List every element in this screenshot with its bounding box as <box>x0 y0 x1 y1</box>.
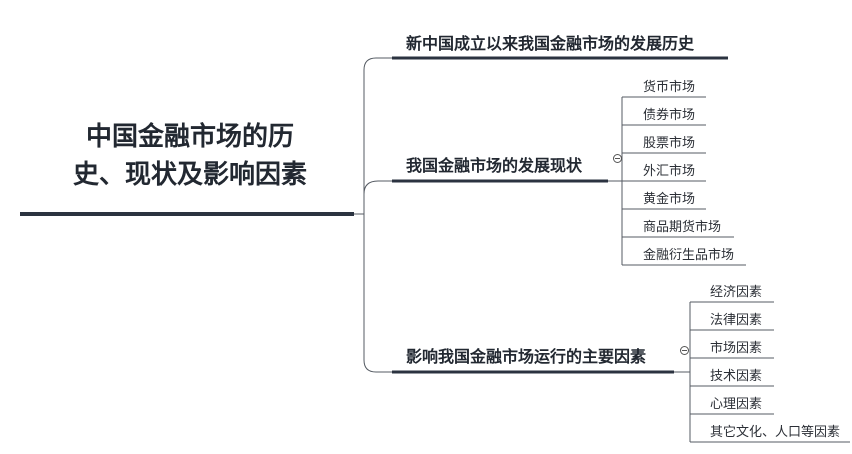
leaf-derivatives-market[interactable]: 金融衍生品市场 <box>643 248 735 263</box>
connector-branch-3 <box>363 214 392 373</box>
leaf-commodity-futures-market[interactable]: 商品期货市场 <box>643 220 722 235</box>
leaf-gold-market[interactable]: 黄金市场 <box>643 192 696 207</box>
leaf-other-factors[interactable]: 其它文化、人口等因素 <box>710 425 841 440</box>
root-title-line-2: 史、现状及影响因素 <box>72 160 307 190</box>
connector-branch-1 <box>354 57 392 215</box>
leaf-stock-market[interactable]: 股票市场 <box>643 136 696 151</box>
leaf-money-market[interactable]: 货币市场 <box>643 80 696 95</box>
branch-topic-status[interactable]: 我国金融市场的发展现状 <box>406 156 583 175</box>
root-topic[interactable]: 中国金融市场的历 史、现状及影响因素 <box>40 118 340 194</box>
leaf-technical-factors[interactable]: 技术因素 <box>710 369 763 384</box>
root-title-line-1: 中国金融市场的历 <box>85 122 294 152</box>
branch-3-children-lines <box>674 301 850 443</box>
leaf-psychological-factors[interactable]: 心理因素 <box>710 397 763 412</box>
leaf-economic-factors[interactable]: 经济因素 <box>710 285 763 300</box>
leaf-market-factors[interactable]: 市场因素 <box>710 341 763 356</box>
leaf-legal-factors[interactable]: 法律因素 <box>710 313 763 328</box>
connector-branch-2 <box>363 180 392 214</box>
branch-2-children-lines <box>608 96 746 266</box>
minus-circle-icon[interactable] <box>680 346 689 355</box>
branch-topic-history[interactable]: 新中国成立以来我国金融市场的发展历史 <box>406 34 695 53</box>
minus-circle-icon[interactable] <box>613 154 622 163</box>
leaf-bond-market[interactable]: 债券市场 <box>643 108 696 123</box>
leaf-forex-market[interactable]: 外汇市场 <box>643 164 696 179</box>
branch-topic-factors[interactable]: 影响我国金融市场运行的主要因素 <box>406 347 647 366</box>
